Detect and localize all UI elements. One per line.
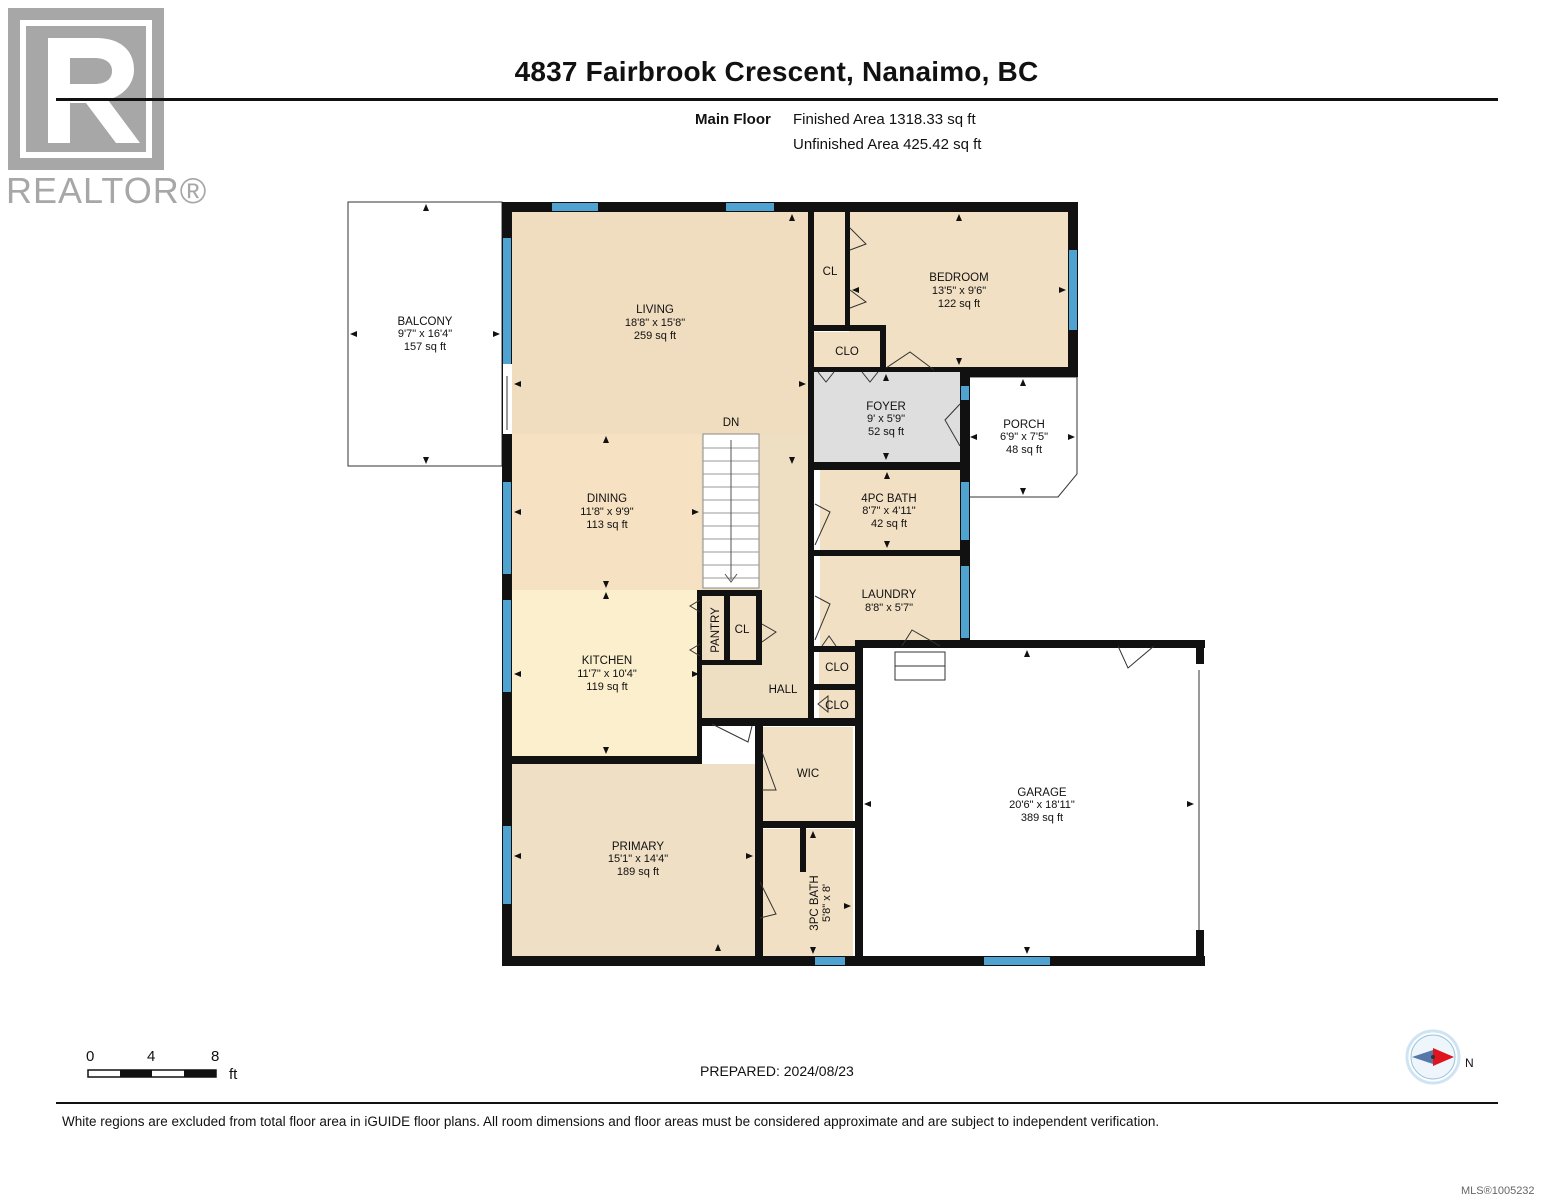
primary-dims: 15'1" x 14'4" [608,853,668,865]
floor-label: Main Floor [695,111,771,128]
bedroom-dims: 13'5" x 9'6" [932,285,986,297]
page-title: 4837 Fairbrook Crescent, Nanaimo, BC [514,56,1039,87]
porch-dims: 6'9" x 7'5" [1000,431,1048,443]
dining-dims: 11'8" x 9'9" [580,506,633,518]
closet-fill [814,212,847,325]
bedroom-area: 122 sq ft [938,298,980,310]
dining-area: 113 sq ft [586,519,627,531]
bath4-area: 42 sq ft [871,518,907,530]
clo1-fill [819,652,855,684]
scale-tick-4: 4 [147,1048,156,1065]
kitchen-fill [512,590,701,756]
bath4-fill [820,470,960,550]
compass-icon [1405,1029,1461,1085]
stairs [702,433,760,589]
scale-unit: ft [229,1066,238,1083]
door-swings [689,227,1155,919]
finished-area: Finished Area 1318.33 sq ft [793,111,976,128]
kitchen-name: KITCHEN [582,655,632,667]
kitchen-dims: 11'7" x 10'4" [577,668,637,680]
dining-name: DINING [587,493,627,505]
disclaimer: White regions are excluded from total fl… [62,1114,1160,1129]
realtor-r-logo-icon [8,8,164,170]
clo-bedroom-fill [814,332,880,367]
foyer-area: 52 sq ft [868,426,904,438]
garage-name: GARAGE [1017,787,1067,799]
laundry-name: LAUNDRY [862,589,917,601]
clo-bedroom-label: CLO [835,346,859,358]
windows [503,203,1077,965]
bath3-fill [763,829,853,956]
pantry-fill [706,596,726,660]
primary-fill [512,764,755,956]
laundry-fill [820,556,960,646]
living-area: 259 sq ft [634,330,676,342]
scale-tick-0: 0 [86,1048,95,1065]
garage-area: 389 sq ft [1021,812,1063,824]
primary-name: PRIMARY [612,841,665,853]
primary-area: 189 sq ft [617,866,659,878]
prepared-date: PREPARED: 2024/08/23 [700,1063,854,1079]
title-divider [56,98,1498,101]
wic-fill [763,727,853,821]
porch-area: 48 sq ft [1006,444,1042,456]
mls-number: MLS®1005232 [1461,1185,1535,1197]
clo-1-label: CLO [825,662,849,674]
wic-label: WIC [797,768,819,780]
cl-kitchen-label: CL [735,624,750,636]
kitchen-area: 119 sq ft [586,681,627,693]
living-dims: 18'8" x 15'8" [625,317,685,329]
dining-fill [512,434,701,590]
bedroom-name: BEDROOM [929,272,988,284]
dimension-arrows [350,204,1194,954]
realtor-wordmark: REALTOR® [6,170,208,211]
bath4-name: 4PC BATH [861,493,916,505]
footer-divider [56,1102,1498,1104]
clo2-fill [819,690,855,718]
foyer-fill [814,372,960,462]
living-fill [512,212,809,434]
garage-dims: 20'6" x 18'11" [1009,799,1075,811]
scale-bar [87,1069,217,1078]
clo-2-label: CLO [825,700,849,712]
pantry-label: PANTRY [710,607,722,653]
living-name: LIVING [636,304,674,316]
scale-tick-8: 8 [211,1048,220,1065]
bath3-dims: 5'8" x 8' [821,884,833,922]
cl-kitchen-fill [730,596,758,660]
foyer-name: FOYER [866,401,906,413]
porch-name: PORCH [1003,419,1045,431]
cl-bedroom-label: CL [823,266,838,278]
balcony-dims: 9'7" x 16'4" [398,328,452,340]
balcony-name: BALCONY [398,316,453,328]
foyer-dims: 9' x 5'9" [867,413,905,425]
unfinished-area: Unfinished Area 425.42 sq ft [793,136,982,153]
compass-north-label: N [1465,1056,1474,1070]
hall-label: HALL [769,684,798,696]
stairs-down-label: DN [723,417,740,429]
balcony-area: 157 sq ft [404,341,446,353]
laundry-dims: 8'8" x 5'7" [865,602,913,614]
bath4-dims: 8'7" x 4'11" [862,505,915,517]
bath3-name: 3PC BATH [809,875,821,930]
